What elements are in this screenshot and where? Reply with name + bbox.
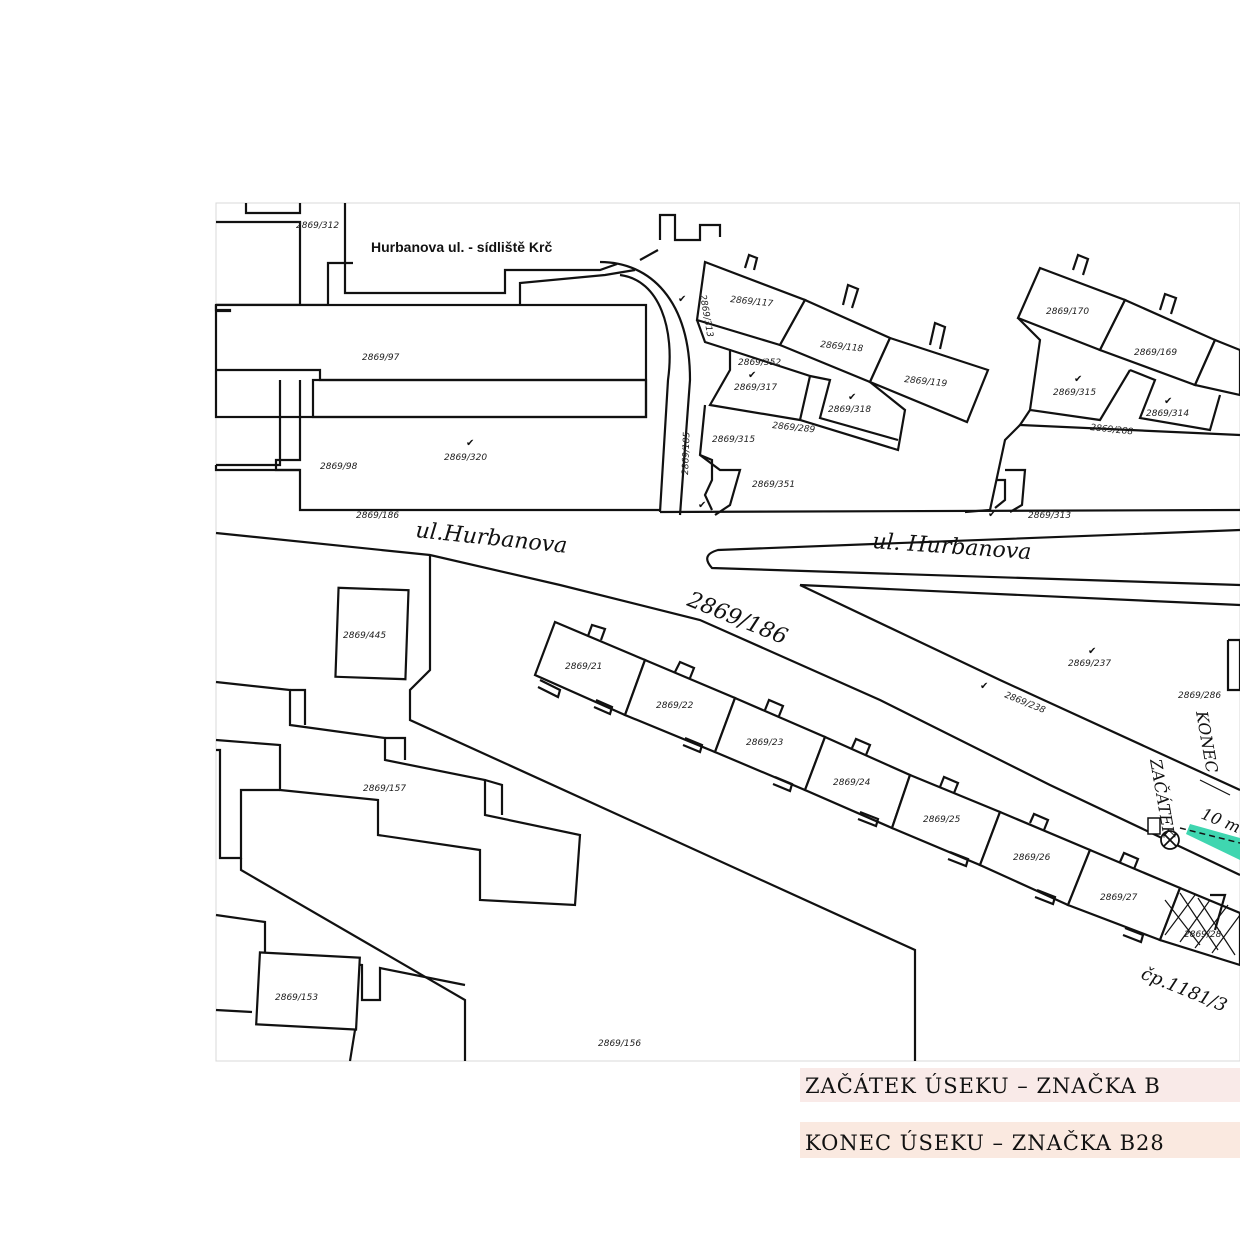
parcel-label: 2869/22 <box>656 701 694 711</box>
parcel-label: 2869/153 <box>275 993 318 1003</box>
svg-text:✔: ✔ <box>988 509 996 520</box>
parcel-label: 2869/117 <box>730 295 774 309</box>
parcel-label: 2869/352 <box>738 358 781 368</box>
parcel-label: 2869/445 <box>343 631 386 641</box>
legend-start: ZAČÁTEK ÚSEKU – ZNAČKA B <box>805 1073 1161 1098</box>
parcel-label: 2869/289 <box>772 421 816 435</box>
svg-text:✔: ✔ <box>848 392 856 403</box>
parcel-label: 2869/288 <box>1090 423 1134 437</box>
block-top-left <box>214 203 660 512</box>
parcel-label: 2869/186 <box>356 511 399 521</box>
svg-text:✔: ✔ <box>466 438 474 449</box>
parcel-label: 2869/317 <box>734 383 777 393</box>
parcel-label: 2869/313 <box>1028 511 1071 521</box>
parcel-label: 2869/119 <box>904 375 948 389</box>
legend-end-bg <box>800 1122 1240 1158</box>
section-annotation <box>1147 779 1240 860</box>
parcel-label: 2869/24 <box>833 778 871 788</box>
parcel-label: 2869/351 <box>752 480 795 490</box>
block-117-119 <box>695 253 990 516</box>
svg-text:✔: ✔ <box>1088 646 1096 657</box>
parcel-label: 2869/157 <box>363 784 406 794</box>
legend: ZAČÁTEK ÚSEKU – ZNAČKA B KONEC ÚSEKU – Z… <box>800 1068 1240 1158</box>
building-2869-153 <box>255 951 361 1031</box>
svg-text:✔: ✔ <box>1074 374 1082 385</box>
road-curves-top <box>599 213 722 516</box>
parcel-label: 2869/170 <box>1046 307 1089 317</box>
parcel-label: 2869/23 <box>746 738 784 748</box>
map-symbols: ✔ ✔ ✔ ✔ ✔ ✔ ✔ ✔ ✔ ✔ <box>466 294 1172 692</box>
svg-text:✔: ✔ <box>698 500 706 511</box>
parcel-label: 2869/156 <box>598 1039 641 1049</box>
road-hurbanova <box>215 508 1240 1061</box>
parcel-label: 2869/169 <box>1134 348 1177 358</box>
svg-text:✔: ✔ <box>678 294 686 305</box>
parcel-label: 2869/315 <box>1053 388 1096 398</box>
parcel-label: 2869/118 <box>820 340 864 354</box>
parcel-label: 2869/314 <box>1146 409 1189 419</box>
parcel-label: 2869/28 <box>1184 930 1222 940</box>
building-row-21-28 <box>533 620 1240 967</box>
block-bottom-left <box>215 680 582 1062</box>
building-2869-28 <box>1158 886 1240 967</box>
svg-text:✔: ✔ <box>748 370 756 381</box>
parcel-label: 2869/21 <box>565 662 602 672</box>
map-title: Hurbanova ul. - sídliště Krč <box>371 239 552 255</box>
building-2869-119 <box>868 336 990 424</box>
parcel-label: 2869/26 <box>1013 853 1051 863</box>
legend-start-bg <box>800 1068 1240 1102</box>
svg-text:✔: ✔ <box>1164 396 1172 407</box>
parcel-label: 2869/312 <box>296 221 339 231</box>
legend-end: KONEC ÚSEKU – ZNAČKA B28 <box>805 1130 1165 1155</box>
parcel-label: 2869/185 <box>681 431 693 475</box>
parcel-label: 2869/318 <box>828 405 871 415</box>
building-2869-97 <box>214 303 648 419</box>
sign-post-icon <box>1147 817 1161 835</box>
parcel-label: 2869/25 <box>923 815 961 825</box>
parcel-label: 2869/237 <box>1068 659 1111 669</box>
building-2869-445 <box>334 586 410 681</box>
parcel-label: 2869/286 <box>1178 691 1221 701</box>
parcel-label: 2869/27 <box>1100 893 1138 903</box>
parcel-label: 2869/98 <box>320 462 358 472</box>
svg-text:✔: ✔ <box>980 681 988 692</box>
parcel-label: 2869/315 <box>712 435 755 445</box>
parcel-labels: 2869/312 2869/97 2869/320 2869/98 2869/1… <box>275 221 1222 1049</box>
parcel-label: 2869/97 <box>362 353 400 363</box>
parcel-label: 2869/320 <box>444 453 487 463</box>
